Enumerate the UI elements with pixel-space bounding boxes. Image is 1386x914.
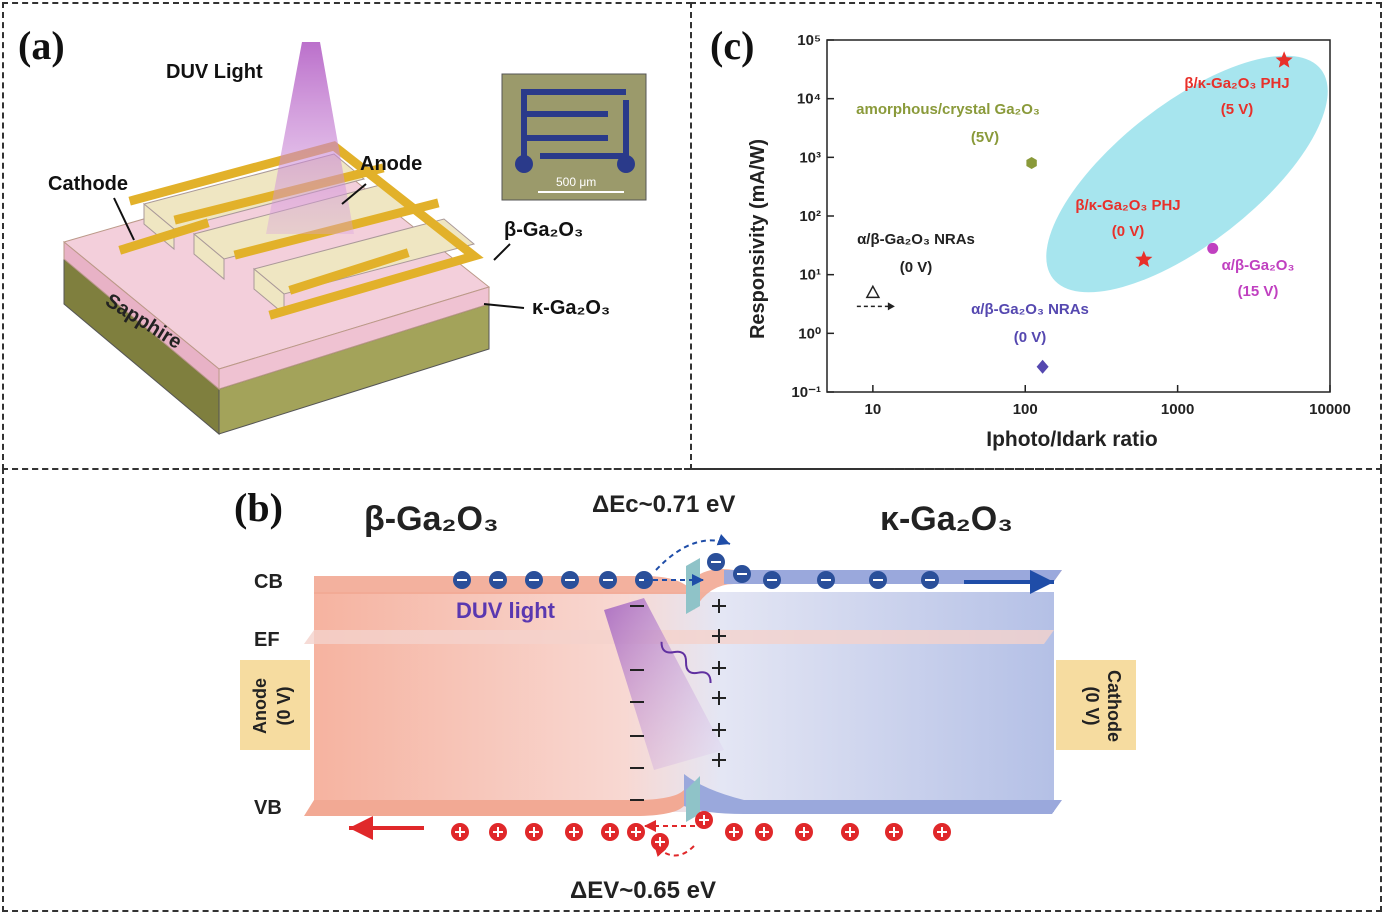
hole-hop-arrow <box>653 843 695 857</box>
holes <box>451 811 951 851</box>
data-point-hexagon <box>1026 157 1037 169</box>
responsivity-chart: 10 100 1000 10000 10⁻¹ 10⁰ 10¹ 10² 10³ 10⁴ 10⁵ Res… <box>747 32 1351 451</box>
band-diagram: Anode (0 V) (0 V) Cathode β-Ga₂O₃ κ-Ga₂O… <box>240 491 1136 904</box>
panel-a-label: (a) <box>18 23 65 68</box>
valence-band <box>304 790 684 816</box>
ef-label: EF <box>254 629 280 651</box>
y-tick-label: 10⁰ <box>798 325 821 342</box>
cathode-contact <box>1056 660 1136 750</box>
y-tick-label: 10³ <box>799 149 821 166</box>
panel-c: (c) 10 100 1000 10000 10⁻¹ 10⁰ 10¹ 10² 10³ 10⁴ 10⁵… <box>690 2 1382 470</box>
delta-ec-label: ΔEc~0.71 eV <box>592 491 735 518</box>
vb-spike <box>686 776 700 822</box>
anode-bias-label: (0 V) <box>274 686 294 725</box>
cathode-label: Cathode <box>1104 670 1124 742</box>
cathode-label: Cathode <box>48 173 128 195</box>
photon-wave <box>660 641 712 683</box>
beta-layer-label: β-Ga₂O₃ <box>504 219 583 241</box>
space-charges <box>630 599 726 801</box>
data-point-triangle <box>865 284 881 299</box>
y-tick-label: 10⁴ <box>797 91 821 108</box>
anode-label: Anode <box>250 678 270 734</box>
ann-phj-top: β/κ-Ga₂O₃ PHJ <box>1184 75 1289 92</box>
duv-beam <box>266 42 354 234</box>
x-tick-label: 10 <box>865 401 882 418</box>
x-tick-label: 1000 <box>1161 401 1194 418</box>
cb-spike <box>686 558 700 614</box>
anode-label: Anode <box>360 153 422 175</box>
panel-b-label: (b) <box>234 485 283 530</box>
ann-ab-magenta: α/β-Ga₂O₃ <box>1222 257 1295 274</box>
ann-ab-magenta-bias: (15 V) <box>1238 283 1279 300</box>
ann-phj-mid: β/κ-Ga₂O₃ PHJ <box>1075 197 1180 214</box>
panel-b: (b) <box>2 468 1382 912</box>
panel-c-label: (c) <box>710 23 755 68</box>
kappa-layer-label: κ-Ga₂O₃ <box>532 297 610 319</box>
cathode-bias-label: (0 V) <box>1082 686 1102 725</box>
duv-light-label: DUV Light <box>166 61 263 83</box>
pad-right <box>617 155 635 173</box>
pad-left <box>515 155 533 173</box>
ann-nra-blue: α/β-Ga₂O₃ NRAs <box>971 301 1089 318</box>
y-tick-label: 10¹ <box>799 267 821 284</box>
y-tick-label: 10⁵ <box>797 32 821 49</box>
vb-label: VB <box>254 797 282 819</box>
label-arrows <box>113 183 525 309</box>
y-tick-label: 10² <box>799 208 821 225</box>
electrons <box>453 553 939 589</box>
duv-light-beam <box>604 598 724 770</box>
ann-phj-top-bias: (5 V) <box>1221 101 1254 118</box>
x-axis-label: Iphoto/Idark ratio <box>986 428 1158 451</box>
x-tick-label: 100 <box>1013 401 1038 418</box>
duv-light-label: DUV light <box>456 598 556 623</box>
data-point-star <box>1275 51 1293 68</box>
kappa-material-title: κ-Ga₂O₃ <box>880 500 1013 538</box>
device-schematic: DUV Light Anode Cathode β-Ga₂O₃ κ-Ga₂O₃ … <box>48 42 647 436</box>
y-tick-label: 10⁻¹ <box>791 384 821 401</box>
x-tick-label: 10000 <box>1309 401 1351 418</box>
panel-a: (a) <box>2 2 692 470</box>
electron-hop-arrow <box>655 534 731 571</box>
nra-arrow-head <box>887 302 895 311</box>
ann-nra-blue-bias: (0 V) <box>1014 329 1047 346</box>
beta-material-title: β-Ga₂O₃ <box>364 500 499 538</box>
anode-contact <box>240 660 310 750</box>
data-point-diamond <box>1036 359 1049 374</box>
ann-amorphous-bias: (5V) <box>971 129 999 146</box>
data-point-circle <box>1207 242 1219 254</box>
cb-label: CB <box>254 571 283 593</box>
data-point-star <box>1135 250 1153 267</box>
ann-nra-black-bias: (0 V) <box>900 259 933 276</box>
fermi-level <box>304 630 1054 644</box>
ann-nra-black: α/β-Ga₂O₃ NRAs <box>857 231 975 248</box>
y-axis-label: Responsivity (mA/W) <box>747 139 769 339</box>
scale-bar-label: 500 μm <box>556 175 596 189</box>
delta-ev-label: ΔEV~0.65 eV <box>570 877 716 904</box>
ann-amorphous: amorphous/crystal Ga₂O₃ <box>856 101 1040 118</box>
phj-highlight-ellipse <box>1046 55 1328 293</box>
ann-phj-mid-bias: (0 V) <box>1112 223 1145 240</box>
